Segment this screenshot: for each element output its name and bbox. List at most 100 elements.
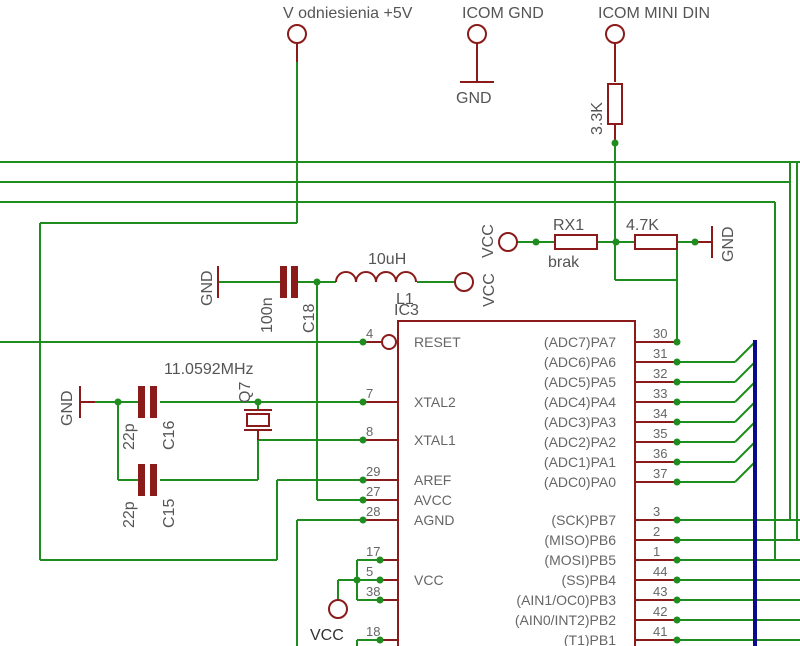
ic3-right-pin: 41 (T1)PB1 — [564, 624, 681, 646]
gnd-symbol-c18: GND — [199, 266, 219, 306]
resistor-rx1-value: brak — [548, 254, 580, 271]
ic3-body: IC3 — [394, 302, 636, 646]
gnd-label-4k7: GND — [720, 226, 737, 262]
ic3-left-pin-number: 29 — [366, 464, 380, 479]
ic3-left-pin: 17 — [366, 544, 398, 564]
ic3-right-pin-name: (ADC5)PA5 — [544, 374, 616, 390]
ic3-right-pin-number: 43 — [653, 584, 667, 599]
ic3-left-pin: 38 — [366, 584, 398, 604]
wires — [0, 62, 800, 646]
ic3-right-pin-number: 44 — [653, 564, 667, 579]
ic3-right-pin: 32(ADC5)PA5 — [544, 366, 681, 390]
ic3-right-pin: 2(MISO)PB6 — [544, 524, 681, 548]
gnd-label-icom: GND — [456, 90, 492, 107]
ic3-left-pin-name: XTAL2 — [414, 394, 456, 410]
vcc-label-rx1: VCC — [480, 224, 497, 258]
capacitor-c18-value: 100n — [259, 297, 276, 333]
vcc-supply-rx1: VCC — [480, 224, 518, 258]
vcc-supply-l1: VCC — [454, 272, 498, 307]
ic3-left-pin-name: AGND — [414, 512, 454, 528]
vcc-label-l1: VCC — [481, 273, 498, 307]
ic3-right-pin: 34(ADC3)PA3 — [544, 406, 681, 430]
ic3-right-pin: 33 (ADC4)PA4 — [544, 386, 681, 410]
ic3-right-pin-name: (SS)PB4 — [562, 572, 617, 588]
ic3-right-pin-name: (ADC2)PA2 — [544, 434, 616, 450]
ic3-right-pin: 37 (ADC0)PA0 — [544, 466, 681, 490]
ic3-right-pin: 1 (MOSI)PB5 — [544, 544, 681, 568]
capacitor-c18: 100n C18 — [259, 266, 318, 333]
ic3-right-pin-name: (MISO)PB6 — [544, 532, 616, 548]
ic3-left-pin-number: 4 — [366, 326, 373, 341]
ic3-left-pin-name: VCC — [414, 572, 444, 588]
ic3-right-pin: 3 (SCK)PB7 — [551, 504, 681, 528]
connector-icom-mini-din-label: ICOM MINI DIN — [598, 5, 710, 22]
capacitor-c18-name: C18 — [301, 304, 318, 333]
resistor-rx1: RX1 brak — [548, 217, 598, 271]
ic3-right-pin-name: (T1)PB1 — [564, 632, 616, 646]
ic3-right-pin-name: (MOSI)PB5 — [544, 552, 616, 568]
ic3-right-pin-name: (ADC3)PA3 — [544, 414, 616, 430]
connector-icom-gnd: ICOM GND GND — [456, 5, 544, 107]
ic3-right-pin-number: 3 — [653, 504, 660, 519]
connector-vref-label: V odniesienia +5V — [283, 5, 413, 22]
inductor-l1-value: 10uH — [368, 251, 406, 268]
ic3-left-pin-number: 38 — [366, 584, 380, 599]
ic3-right-pin-name: (AIN0/INT2)PB2 — [515, 612, 616, 628]
ic3-right-pin-name: (ADC7)PA7 — [544, 334, 616, 350]
ic3-left-pin: 18 — [366, 624, 398, 644]
connector-icom-gnd-label: ICOM GND — [462, 5, 544, 22]
capacitor-c16: 22p C16 — [121, 386, 178, 450]
resistor-3k3: 3.3K — [589, 83, 623, 143]
resistor-3k3-label: 3.3K — [589, 102, 606, 135]
ic3-right-pin: 35 (ADC2)PA2 — [544, 426, 681, 450]
ic3-right-pin-name: (ADC1)PA1 — [544, 454, 616, 470]
resistor-4k7-label: 4.7K — [626, 217, 659, 234]
ic3-right-pin-number: 30 — [653, 326, 667, 341]
ic3-left-pin-number: 17 — [366, 544, 380, 559]
ic3-right-pin: 42 (AIN0/INT2)PB2 — [515, 604, 681, 628]
ic3-right-pin-number: 1 — [653, 544, 660, 559]
gnd-label-crystal: GND — [59, 390, 76, 426]
inductor-l1: 10uH L1 — [335, 251, 417, 308]
ic3-left-pin-number: 5 — [366, 564, 373, 579]
ic3-right-pin: 36 (ADC1)PA1 — [544, 446, 681, 470]
gnd-symbol-crystal: GND — [59, 386, 95, 426]
ic3-right-pin-name: (ADC4)PA4 — [544, 394, 616, 410]
ic3-right-pin-number: 42 — [653, 604, 667, 619]
ic3-right-pin-number: 37 — [653, 466, 667, 481]
ic3-right-pin-number: 33 — [653, 386, 667, 401]
ic3-left-pin-name: RESET — [414, 334, 461, 350]
ic3-right-pin-number: 35 — [653, 426, 667, 441]
resistor-4k7: 4.7K — [626, 217, 678, 250]
ic3-right-pins: 30(ADC7)PA731(ADC6)PA632(ADC5)PA533(ADC4… — [515, 326, 681, 646]
vcc-label-ic: VCC — [310, 627, 344, 644]
crystal-q7-name: Q7 — [237, 382, 254, 403]
capacitor-c15-name: C15 — [161, 499, 178, 528]
ic3-left-pin-name: AVCC — [414, 492, 452, 508]
ic3-right-pin-name: (ADC6)PA6 — [544, 354, 616, 370]
ic3-left-pin-number: 18 — [366, 624, 380, 639]
ic3-right-pin-name: (ADC0)PA0 — [544, 474, 616, 490]
ic3-right-pin-number: 41 — [653, 624, 667, 639]
connector-vref: V odniesienia +5V — [283, 5, 413, 62]
connector-icom-mini-din: ICOM MINI DIN — [598, 5, 710, 82]
ic3-left-pins: 4RESET7XTAL28XTAL129AREF27AVCC28AGND175V… — [359, 326, 461, 644]
resistor-rx1-name: RX1 — [553, 217, 584, 234]
capacitor-c15: 22p C15 — [121, 464, 178, 528]
ic3-right-pin: 30 (ADC7)PA7 — [544, 326, 681, 350]
vcc-supply-ic: VCC — [310, 599, 348, 644]
ic3-right-pin-number: 36 — [653, 446, 667, 461]
gnd-label-c18: GND — [199, 270, 216, 306]
ic3-right-pin: 43(AIN1/OC0)PB3 — [516, 584, 681, 608]
ic3-name: IC3 — [394, 302, 419, 319]
capacitor-c16-value: 22p — [121, 423, 138, 450]
ic3-right-pin-name: (SCK)PB7 — [551, 512, 616, 528]
ic3-left-pin-number: 27 — [366, 484, 380, 499]
ic3-right-pin-number: 31 — [653, 346, 667, 361]
